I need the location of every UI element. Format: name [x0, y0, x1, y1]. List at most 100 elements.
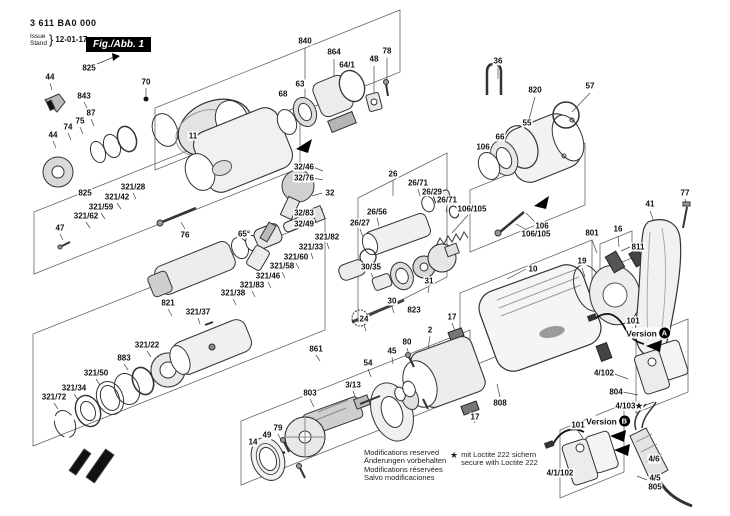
top-bearing-group-drawing	[276, 69, 389, 153]
part-label: 41	[644, 199, 656, 209]
part-label: 883	[116, 353, 132, 363]
version-badge-icon: B	[618, 415, 630, 427]
part-label: 811	[630, 242, 646, 252]
part-label: 24	[358, 314, 370, 324]
part-label: 74	[62, 122, 74, 132]
part-label: 47	[54, 223, 66, 233]
issue-brace: }	[49, 32, 54, 47]
version-label: Version	[586, 416, 617, 426]
part-label: 87	[85, 108, 97, 118]
part-label: 66	[494, 132, 506, 142]
part-label: 106	[475, 142, 491, 152]
part-label: 106	[534, 221, 550, 231]
part-label: 26/56	[365, 207, 389, 217]
part-label: 49	[261, 430, 273, 440]
part-label: 864	[326, 47, 342, 57]
part-label: 321/22	[133, 340, 161, 350]
motor-group-drawing	[250, 336, 486, 481]
part-label: 65°	[236, 229, 252, 239]
part-label: 321/60	[282, 252, 310, 262]
modifications-line-es: Salvo modificaciones	[364, 473, 435, 483]
part-label: 70	[140, 77, 152, 87]
part-label: 19	[576, 256, 588, 266]
part-label: 321/59	[87, 202, 115, 212]
star-icon: ★	[450, 450, 459, 460]
part-label: 17	[469, 412, 481, 422]
part-label: 68	[277, 89, 289, 99]
part-label: 26/27	[348, 218, 372, 228]
part-label: 821	[160, 298, 176, 308]
modifications-line-de: Änderungen vorbehalten	[364, 456, 447, 466]
part-label: 825	[81, 63, 97, 73]
part-label: 30	[386, 296, 398, 306]
part-label: 4/103★	[614, 401, 644, 411]
part-label: 808	[492, 398, 508, 408]
part-label: 32	[324, 188, 336, 198]
part-label: 321/37	[184, 307, 212, 317]
part-label: 321/72	[40, 392, 68, 402]
part-label: 825	[77, 188, 93, 198]
part-label: 77	[679, 188, 691, 198]
part-label: 11	[187, 131, 199, 141]
issue-label-en: Issue	[30, 32, 46, 40]
part-label: 54	[362, 358, 374, 368]
part-label: 78	[381, 46, 393, 56]
part-label: 321/83	[238, 280, 266, 290]
part-label: 32/76	[292, 173, 316, 183]
part-label: 2	[426, 325, 434, 335]
part-label: 321/38	[219, 288, 247, 298]
type-number: 3 611 BA0 000	[30, 18, 97, 28]
part-label: 14	[247, 437, 259, 447]
part-label: 44	[44, 72, 56, 82]
part-label: 32/49	[292, 219, 316, 229]
part-label: 321/58	[268, 261, 296, 271]
part-label: 63	[294, 79, 306, 89]
part-label: 321/34	[60, 383, 88, 393]
part-label: 321/33	[297, 242, 325, 252]
switch-modules-drawing	[543, 313, 689, 486]
part-label: 26/71	[406, 178, 430, 188]
gear-housing-820-drawing	[435, 62, 585, 247]
part-label: 80	[401, 337, 413, 347]
part-label: 4/6	[647, 454, 661, 464]
loctite-line-de: mit Loctite 222 sichern	[461, 450, 537, 459]
modifications-line-en: Modifications reserved	[364, 448, 440, 457]
part-label: 4/1/102	[545, 468, 575, 478]
part-label: 64/1	[338, 60, 356, 70]
part-label: 803	[302, 388, 318, 398]
loctite-text: mit Loctite 222 sichern secure with Loct…	[461, 450, 538, 468]
part-label: 44	[47, 130, 59, 140]
part-label: 101	[625, 316, 641, 326]
ring-stack-drawing	[53, 319, 253, 484]
modifications-line-fr: Modifications réservées	[364, 464, 443, 474]
version-badge-icon: A	[658, 327, 670, 339]
part-label: 840	[297, 36, 313, 46]
issue-row: Issue Stand } 12-01-17	[30, 32, 97, 47]
part-label: 32/46	[292, 162, 316, 172]
part-label: 106/105	[520, 229, 552, 239]
part-label: 861	[308, 344, 324, 354]
part-label: 4/102	[592, 368, 616, 378]
part-label: 321/42	[103, 192, 131, 202]
part-label: 26/71	[435, 195, 459, 205]
part-label: 76	[179, 230, 191, 240]
loctite-note: ★ mit Loctite 222 sichern secure with Lo…	[450, 450, 538, 468]
issue-label-de: Stand	[30, 39, 47, 47]
part-label: 10	[527, 264, 539, 274]
arrow-825	[112, 53, 120, 61]
part-label: 26	[387, 169, 399, 179]
part-label: 801	[584, 228, 600, 238]
part-label: 101	[570, 420, 586, 430]
title-block: 3 611 BA0 000 Issue Stand } 12-01-17	[30, 18, 97, 47]
part-label: 823	[406, 305, 422, 315]
modifications-note: Modifications reserved Änderungen vorbeh…	[364, 448, 447, 483]
part-label: 26/29	[420, 187, 444, 197]
part-label: 17	[446, 312, 458, 322]
part-label: 843	[76, 91, 92, 101]
part-label: 106/105	[456, 204, 488, 214]
part-label: 321/50	[82, 368, 110, 378]
